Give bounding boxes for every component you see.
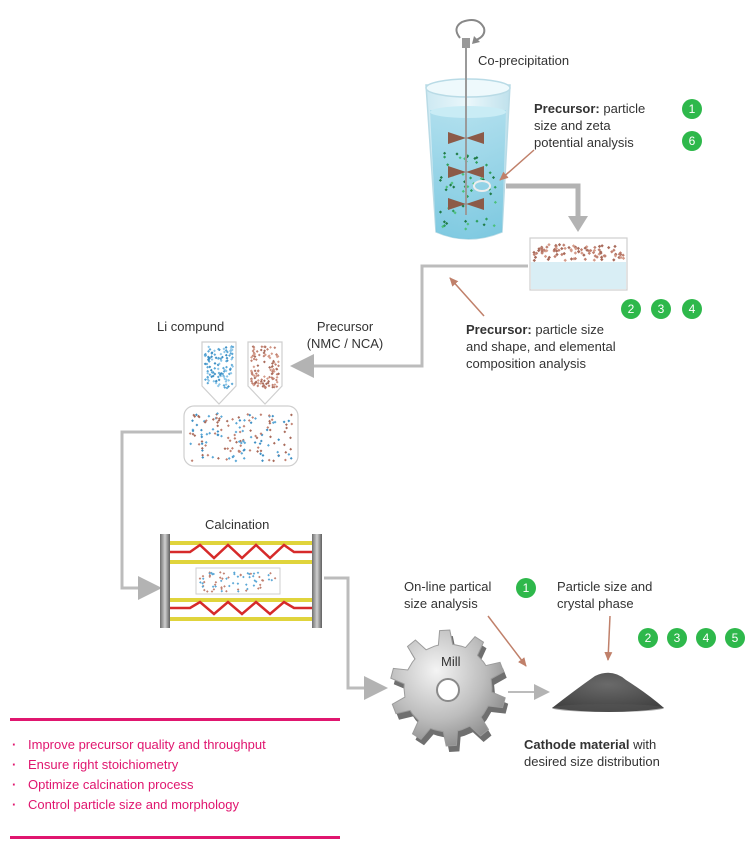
precursor-b-bold: Precursor: <box>466 322 532 337</box>
analysis-pointer-precursor-b <box>449 277 485 317</box>
calcination-furnace <box>160 534 322 628</box>
precursor-b-label: Precursor: particle size and shape, and … <box>466 321 616 372</box>
badge-3-cathode: 3 <box>667 628 687 648</box>
precursor-a-line2: size and zeta <box>534 118 611 133</box>
badge-2-cathode: 2 <box>638 628 658 648</box>
badge-2: 2 <box>621 299 641 319</box>
badge-5-cathode: 5 <box>725 628 745 648</box>
badge-1: 1 <box>682 99 702 119</box>
badge-6: 6 <box>682 131 702 151</box>
cathode-line2: desired size distribution <box>524 754 660 769</box>
precursor-b-line3: composition analysis <box>466 356 586 371</box>
precursor-b-rest: particle size <box>531 322 604 337</box>
badge-4: 4 <box>682 299 702 319</box>
analysis-pointer-cathode <box>604 615 613 661</box>
precursor-b-line2: and shape, and elemental <box>466 339 616 354</box>
particle-line2: crystal phase <box>557 596 634 611</box>
cathode-label: Cathode material with desired size distr… <box>524 736 660 770</box>
cathode-bold: Cathode material <box>524 737 630 752</box>
benefit-item: Improve precursor quality and throughput <box>10 735 340 755</box>
mill-gear-icon <box>390 629 509 752</box>
mill-label: Mill <box>441 654 461 669</box>
online-line1: On-line partical <box>404 579 492 594</box>
online-line2: size analysis <box>404 596 478 611</box>
particle-size-label: Particle size and crystal phase <box>557 578 652 612</box>
filter-tray <box>529 237 628 291</box>
li-compound-container <box>201 341 237 405</box>
flow-arrow-to-mill <box>324 576 388 700</box>
co-precipitation-beaker <box>425 78 511 240</box>
mixing-vessel <box>183 405 299 467</box>
bottom-divider <box>10 836 340 839</box>
benefits-list: Improve precursor quality and throughput… <box>10 718 340 839</box>
benefit-item: Ensure right stoichiometry <box>10 755 340 775</box>
badge-3: 3 <box>651 299 671 319</box>
badge-4-cathode: 4 <box>696 628 716 648</box>
precursor-container <box>247 341 283 405</box>
benefit-item: Optimize calcination process <box>10 775 340 795</box>
stirrer-icon <box>448 19 491 215</box>
analysis-pointer-precursor-a <box>499 149 535 181</box>
flow-arrow-to-mixer <box>290 264 528 378</box>
flow-arrow-to-calcination <box>120 430 182 600</box>
precursor-nmc-line2: (NMC / NCA) <box>306 336 384 351</box>
online-analysis-label: On-line partical size analysis <box>404 578 491 612</box>
cathode-rest: with <box>629 737 657 752</box>
cathode-powder-pile <box>552 672 664 712</box>
badge-1-online: 1 <box>516 578 536 598</box>
precursor-a-line3: potential analysis <box>534 135 634 150</box>
benefit-item: Control particle size and morphology <box>10 795 340 815</box>
co-precipitation-label: Co-precipitation <box>478 53 570 68</box>
flow-arrow-to-filter <box>506 183 581 218</box>
precursor-a-rest: particle <box>599 101 646 116</box>
precursor-a-label: Precursor: particle size and zeta potent… <box>534 100 645 151</box>
particle-line1: Particle size and <box>557 579 653 594</box>
li-compound-label: Li compund <box>157 319 225 334</box>
precursor-nmc-label: Precursor (NMC / NCA) <box>298 318 392 352</box>
calcination-label: Calcination <box>205 517 270 532</box>
analysis-pointer-online <box>487 615 527 667</box>
precursor-a-bold: Precursor: <box>534 101 600 116</box>
precursor-nmc-line1: Precursor <box>316 319 374 334</box>
